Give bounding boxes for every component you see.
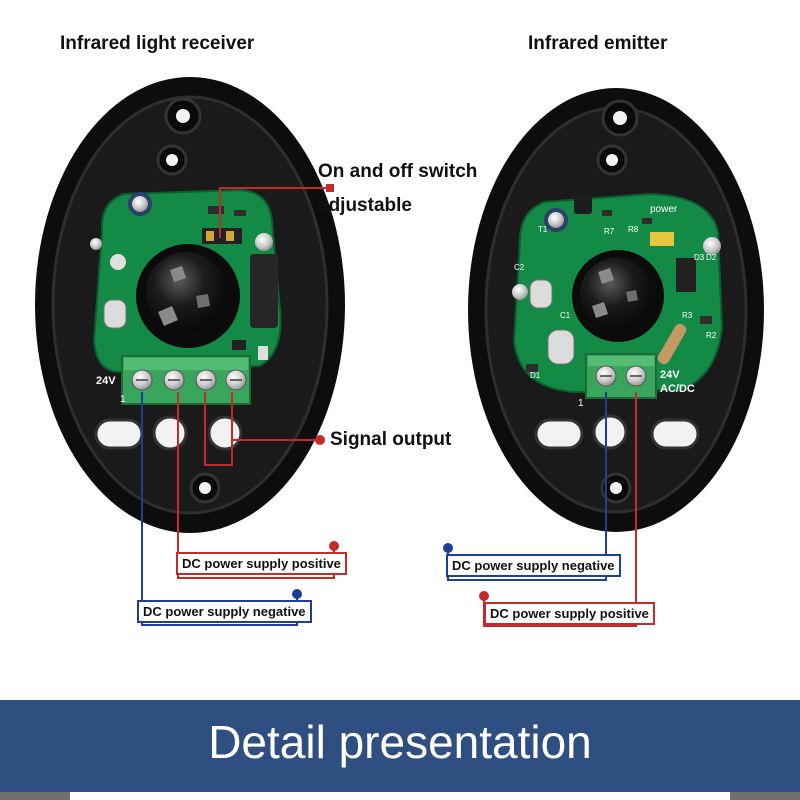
mark-t1: T1 (538, 225, 548, 234)
wire-switch-callout (219, 187, 330, 238)
receiver-terminal-block: 24V 1 (96, 355, 251, 405)
emitter-pin-mark: 1 (578, 398, 584, 409)
receiver-title: Infrared light receiver (60, 33, 255, 54)
switch-callout-line2: adjustable (318, 195, 412, 216)
emitter-voltage-mark: 24V (660, 369, 680, 381)
receiver-negative-label: DC power supply negative (137, 600, 312, 623)
emitter-power-mark: power (650, 204, 678, 215)
mark-c1: C1 (560, 311, 571, 320)
wire-signal-loop (204, 392, 233, 466)
receiver-pin-mark: 1 (120, 394, 126, 405)
emitter-title: Infrared emitter (528, 33, 668, 54)
switch-callout-line1: On and off switch (318, 161, 478, 182)
emitter-lens (572, 250, 664, 342)
slot-hole-left (94, 418, 144, 450)
mark-c2: C2 (514, 263, 525, 272)
receiver-lens (136, 244, 240, 348)
mark-r2: R2 (706, 331, 717, 340)
footer-edge-left (0, 792, 70, 800)
receiver-voltage-mark: 24V (96, 375, 116, 387)
footer-edge-right (730, 792, 800, 800)
footer-band (0, 700, 800, 792)
signal-output-callout: Signal output (330, 429, 452, 450)
emitter-negative-label: DC power supply negative (446, 554, 621, 577)
mark-d2: D2 (706, 253, 717, 262)
mark-d1: D1 (530, 371, 541, 380)
receiver-positive-label: DC power supply positive (176, 552, 347, 575)
emitter-acdc-mark: AC/DC (660, 383, 695, 395)
emitter-positive-label: DC power supply positive (484, 602, 655, 625)
mark-d3: D3 (694, 253, 705, 262)
emitter-terminal-block: 24V AC/DC 1 (578, 353, 695, 409)
mark-r7: R7 (604, 227, 615, 236)
mark-r8: R8 (628, 225, 639, 234)
wire-endpoints (292, 184, 489, 601)
mark-r3: R3 (682, 311, 693, 320)
footer-title: Detail presentation (208, 716, 592, 768)
